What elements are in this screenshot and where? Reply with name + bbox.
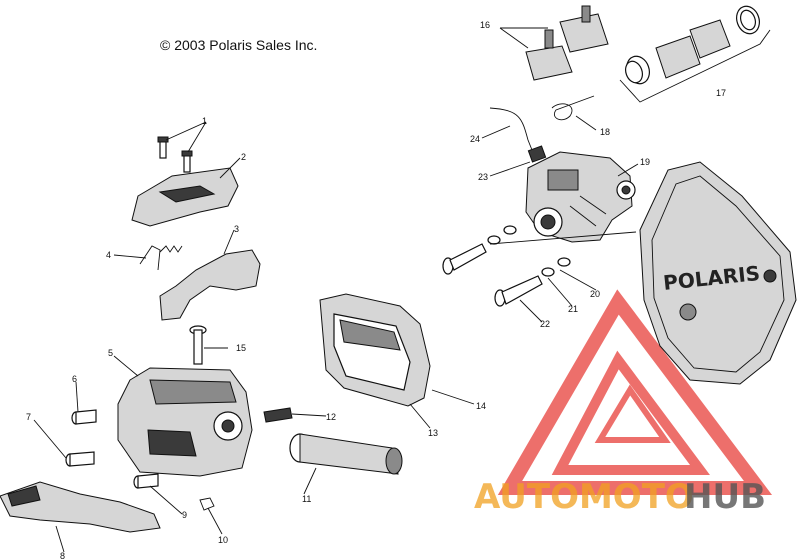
- brake-caliper: [525, 151, 636, 243]
- callout-11: 11: [302, 494, 311, 504]
- mount-bolts: [65, 409, 159, 489]
- callout-7: 7: [26, 412, 31, 422]
- pad-clip: [551, 95, 595, 121]
- callout-8: 8: [60, 551, 65, 560]
- screws: [157, 136, 193, 173]
- pivot-pin: [189, 325, 207, 365]
- callout-4: 4: [106, 250, 111, 260]
- brake-line: [489, 107, 547, 163]
- callout-15: 15: [236, 343, 246, 353]
- lever-arm: [139, 245, 261, 321]
- caliper-bolts: [442, 225, 637, 307]
- callout-5: 5: [108, 348, 113, 358]
- piston-assembly: [263, 407, 403, 475]
- callout-17: 17: [716, 88, 726, 98]
- callout-12: 12: [326, 412, 336, 422]
- watermark-part2: HUB: [684, 477, 766, 517]
- retaining-clip: [199, 497, 215, 511]
- callout-1: 1: [202, 116, 207, 126]
- callout-21: 21: [568, 304, 578, 314]
- copyright-text: © 2003 Polaris Sales Inc.: [160, 37, 318, 53]
- callout-14: 14: [476, 401, 486, 411]
- reservoir-cover: [131, 167, 239, 227]
- callout-6: 6: [72, 374, 77, 384]
- watermark-logo: [497, 289, 773, 495]
- callout-20: 20: [590, 289, 600, 299]
- callout-22: 22: [540, 319, 550, 329]
- callout-16: 16: [480, 20, 490, 30]
- watermark-part1: AUTOMOTO: [474, 477, 694, 517]
- callout-19: 19: [640, 157, 650, 167]
- callout-18: 18: [600, 127, 610, 137]
- caliper-pistons: [619, 5, 771, 103]
- reservoir-gasket: [319, 293, 431, 407]
- callout-10: 10: [218, 535, 228, 545]
- callout-13: 13: [428, 428, 438, 438]
- callout-3: 3: [234, 224, 239, 234]
- brake-lever: [0, 481, 161, 533]
- callout-23: 23: [478, 172, 488, 182]
- callout-labels: 1 2 3 4 5 6 7 8 9 10 11 12 13 14 15 16 1…: [26, 20, 726, 560]
- callout-24: 24: [470, 134, 480, 144]
- brake-cover: POLARIS: [639, 161, 797, 385]
- watermark-text: AUTOMOTO HUB: [474, 477, 766, 517]
- callout-2: 2: [241, 152, 246, 162]
- callout-9: 9: [182, 510, 187, 520]
- master-cylinder-body: [117, 367, 253, 477]
- leader-lines: [33, 27, 639, 553]
- brake-pads: [525, 5, 609, 81]
